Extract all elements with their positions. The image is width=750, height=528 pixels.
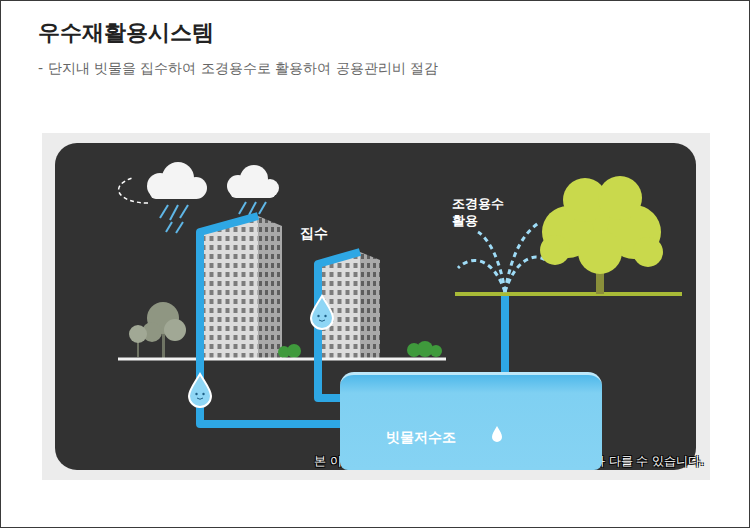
dark-panel <box>55 143 696 470</box>
tank-label: 빗물저수조 <box>386 429 456 447</box>
water-drop <box>311 296 333 329</box>
water-drop <box>189 374 211 407</box>
rainwater-tank: 빗물저수조 <box>340 372 602 470</box>
landscape-tree <box>540 176 663 294</box>
landscape-label: 조경용수 활용 <box>452 196 514 230</box>
page-title: 우수재활용시스템 <box>38 18 214 48</box>
image-ground <box>42 133 710 480</box>
sprinkler-spray <box>458 222 548 292</box>
lawn-line <box>455 292 682 296</box>
clouds <box>119 162 279 203</box>
drop-icon <box>490 425 504 443</box>
buildings <box>200 216 380 358</box>
collect-label: 집수 <box>300 224 328 242</box>
ground-line <box>118 358 446 361</box>
bushes <box>278 341 442 358</box>
left-trees <box>129 302 186 358</box>
subtitle: - 단지내 빗물을 집수하여 조경용수로 활용하여 공용관리비 절감 <box>38 59 438 77</box>
